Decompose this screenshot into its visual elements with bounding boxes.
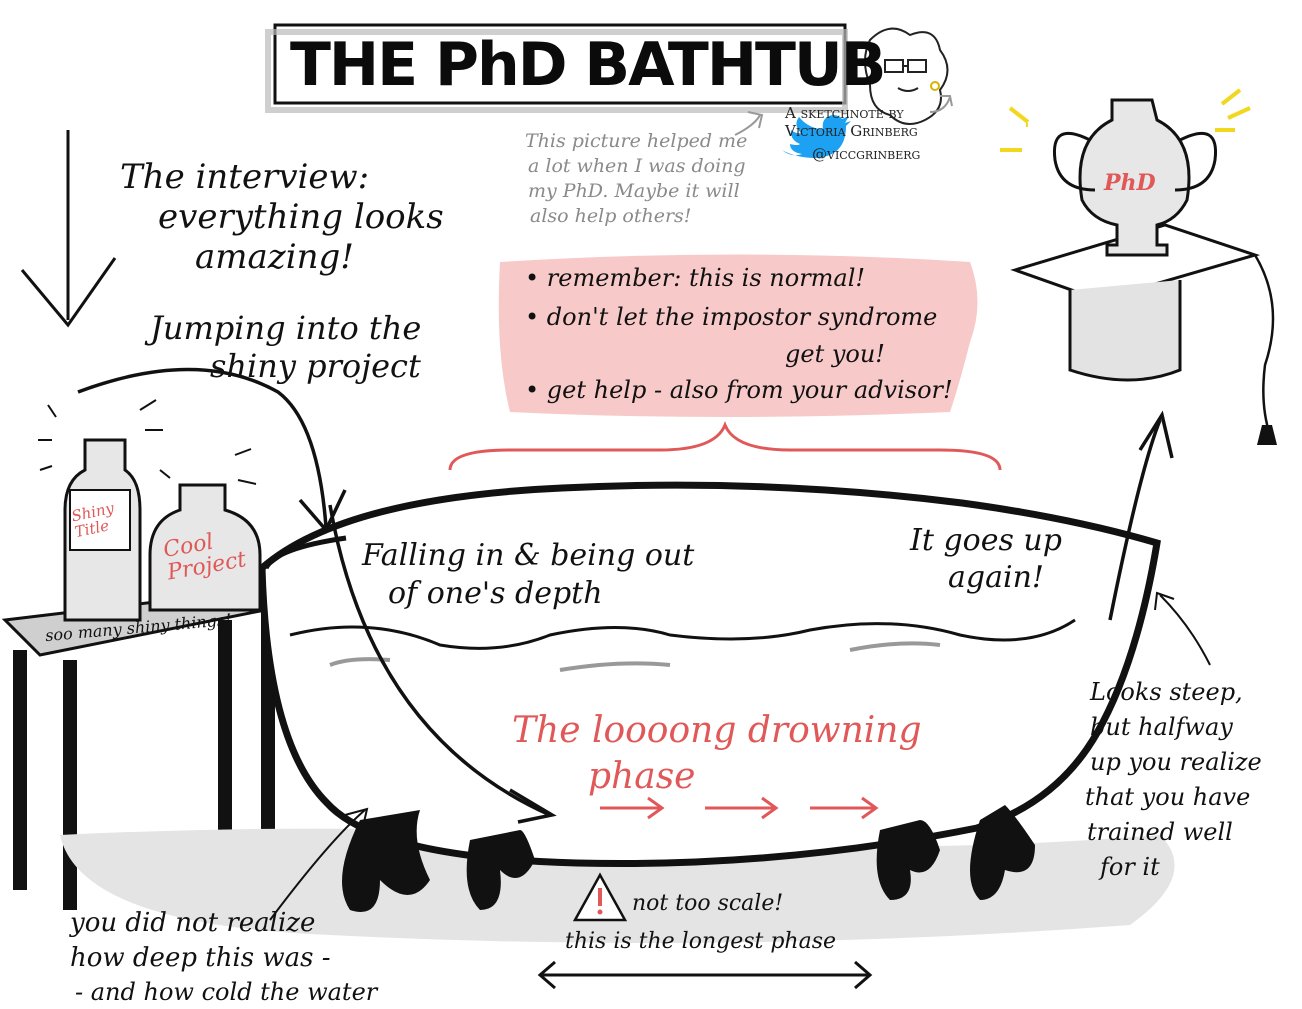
interview-line: everything looks — [158, 197, 444, 237]
credit-handle: @viccgrinberg — [812, 145, 921, 163]
steep-line: trained well — [1087, 818, 1233, 846]
interview-line: amazing! — [195, 237, 354, 277]
steep-line: but halfway — [1090, 713, 1233, 741]
twitter-icon — [782, 115, 851, 158]
deep-line: you did not realize — [70, 908, 316, 938]
note-line: This picture helped me — [525, 130, 748, 152]
tip-text: get help - also from your advisor! — [546, 376, 953, 404]
falling-line: of one's depth — [388, 576, 603, 611]
credit-line-1: A sketchnote by — [785, 104, 904, 122]
tip-item: • remember: this is normal! — [525, 264, 866, 292]
note-line: my PhD. Maybe it will — [528, 180, 740, 202]
note-pointer-arrow — [734, 111, 764, 136]
drowning-line: phase — [588, 756, 696, 797]
steep-line: for it — [1100, 853, 1160, 881]
tip-item: • get help - also from your advisor! — [525, 376, 953, 404]
scale-line: not too scale! — [632, 891, 784, 916]
credit-line-2: Victoria Grinberg — [785, 122, 918, 140]
jumping-line: shiny project — [210, 347, 421, 385]
steep-line: Looks steep, — [1090, 678, 1243, 706]
drowning-line: The loooong drowning — [512, 710, 922, 751]
title-frame — [265, 23, 848, 113]
down-arrow-icon — [20, 130, 117, 328]
note-line: a lot when I was doing — [528, 155, 746, 177]
warning-icon — [572, 872, 628, 922]
note-line: also help others! — [530, 205, 692, 227]
drowning-arrows — [600, 796, 879, 820]
deep-line: - and how cold the water — [75, 978, 378, 1006]
graduation-cap — [1010, 223, 1277, 445]
tip-text: don't let the impostor syndrome — [546, 303, 938, 331]
tip-item: • don't let the impostor syndrome — [525, 303, 938, 331]
goes-up-line: again! — [948, 560, 1044, 595]
phd-trophy — [1000, 88, 1251, 257]
rise-arrow — [1108, 410, 1174, 621]
jumping-line: Jumping into the — [150, 309, 422, 347]
tip-text: remember: this is normal! — [546, 264, 866, 292]
trophy-label: PhD — [1104, 170, 1156, 196]
goes-up-line: It goes up — [910, 523, 1062, 558]
page-title: THE PhD BATHTUB — [290, 30, 886, 100]
steep-line: up you realize — [1090, 748, 1262, 776]
scale-line: this is the longest phase — [565, 929, 837, 954]
interview-line: The interview: — [120, 157, 370, 197]
double-arrow — [537, 960, 873, 990]
tips-highlight — [498, 254, 978, 417]
portrait-pointer-arrow — [929, 95, 953, 113]
sparkle-marks — [38, 399, 257, 485]
deep-pointer-arrow — [269, 807, 369, 921]
author-portrait — [864, 27, 949, 125]
bathtub — [258, 481, 1161, 912]
steep-pointer-arrow — [1154, 591, 1211, 666]
tip-text-cont: get you! — [785, 340, 885, 368]
bottle-shiny-title — [63, 438, 142, 622]
falling-arrow — [328, 504, 557, 824]
curly-brace — [448, 420, 1002, 471]
steep-line: that you have — [1085, 783, 1251, 811]
falling-line: Falling in & being out — [362, 538, 695, 573]
deep-line: how deep this was - — [70, 943, 331, 973]
